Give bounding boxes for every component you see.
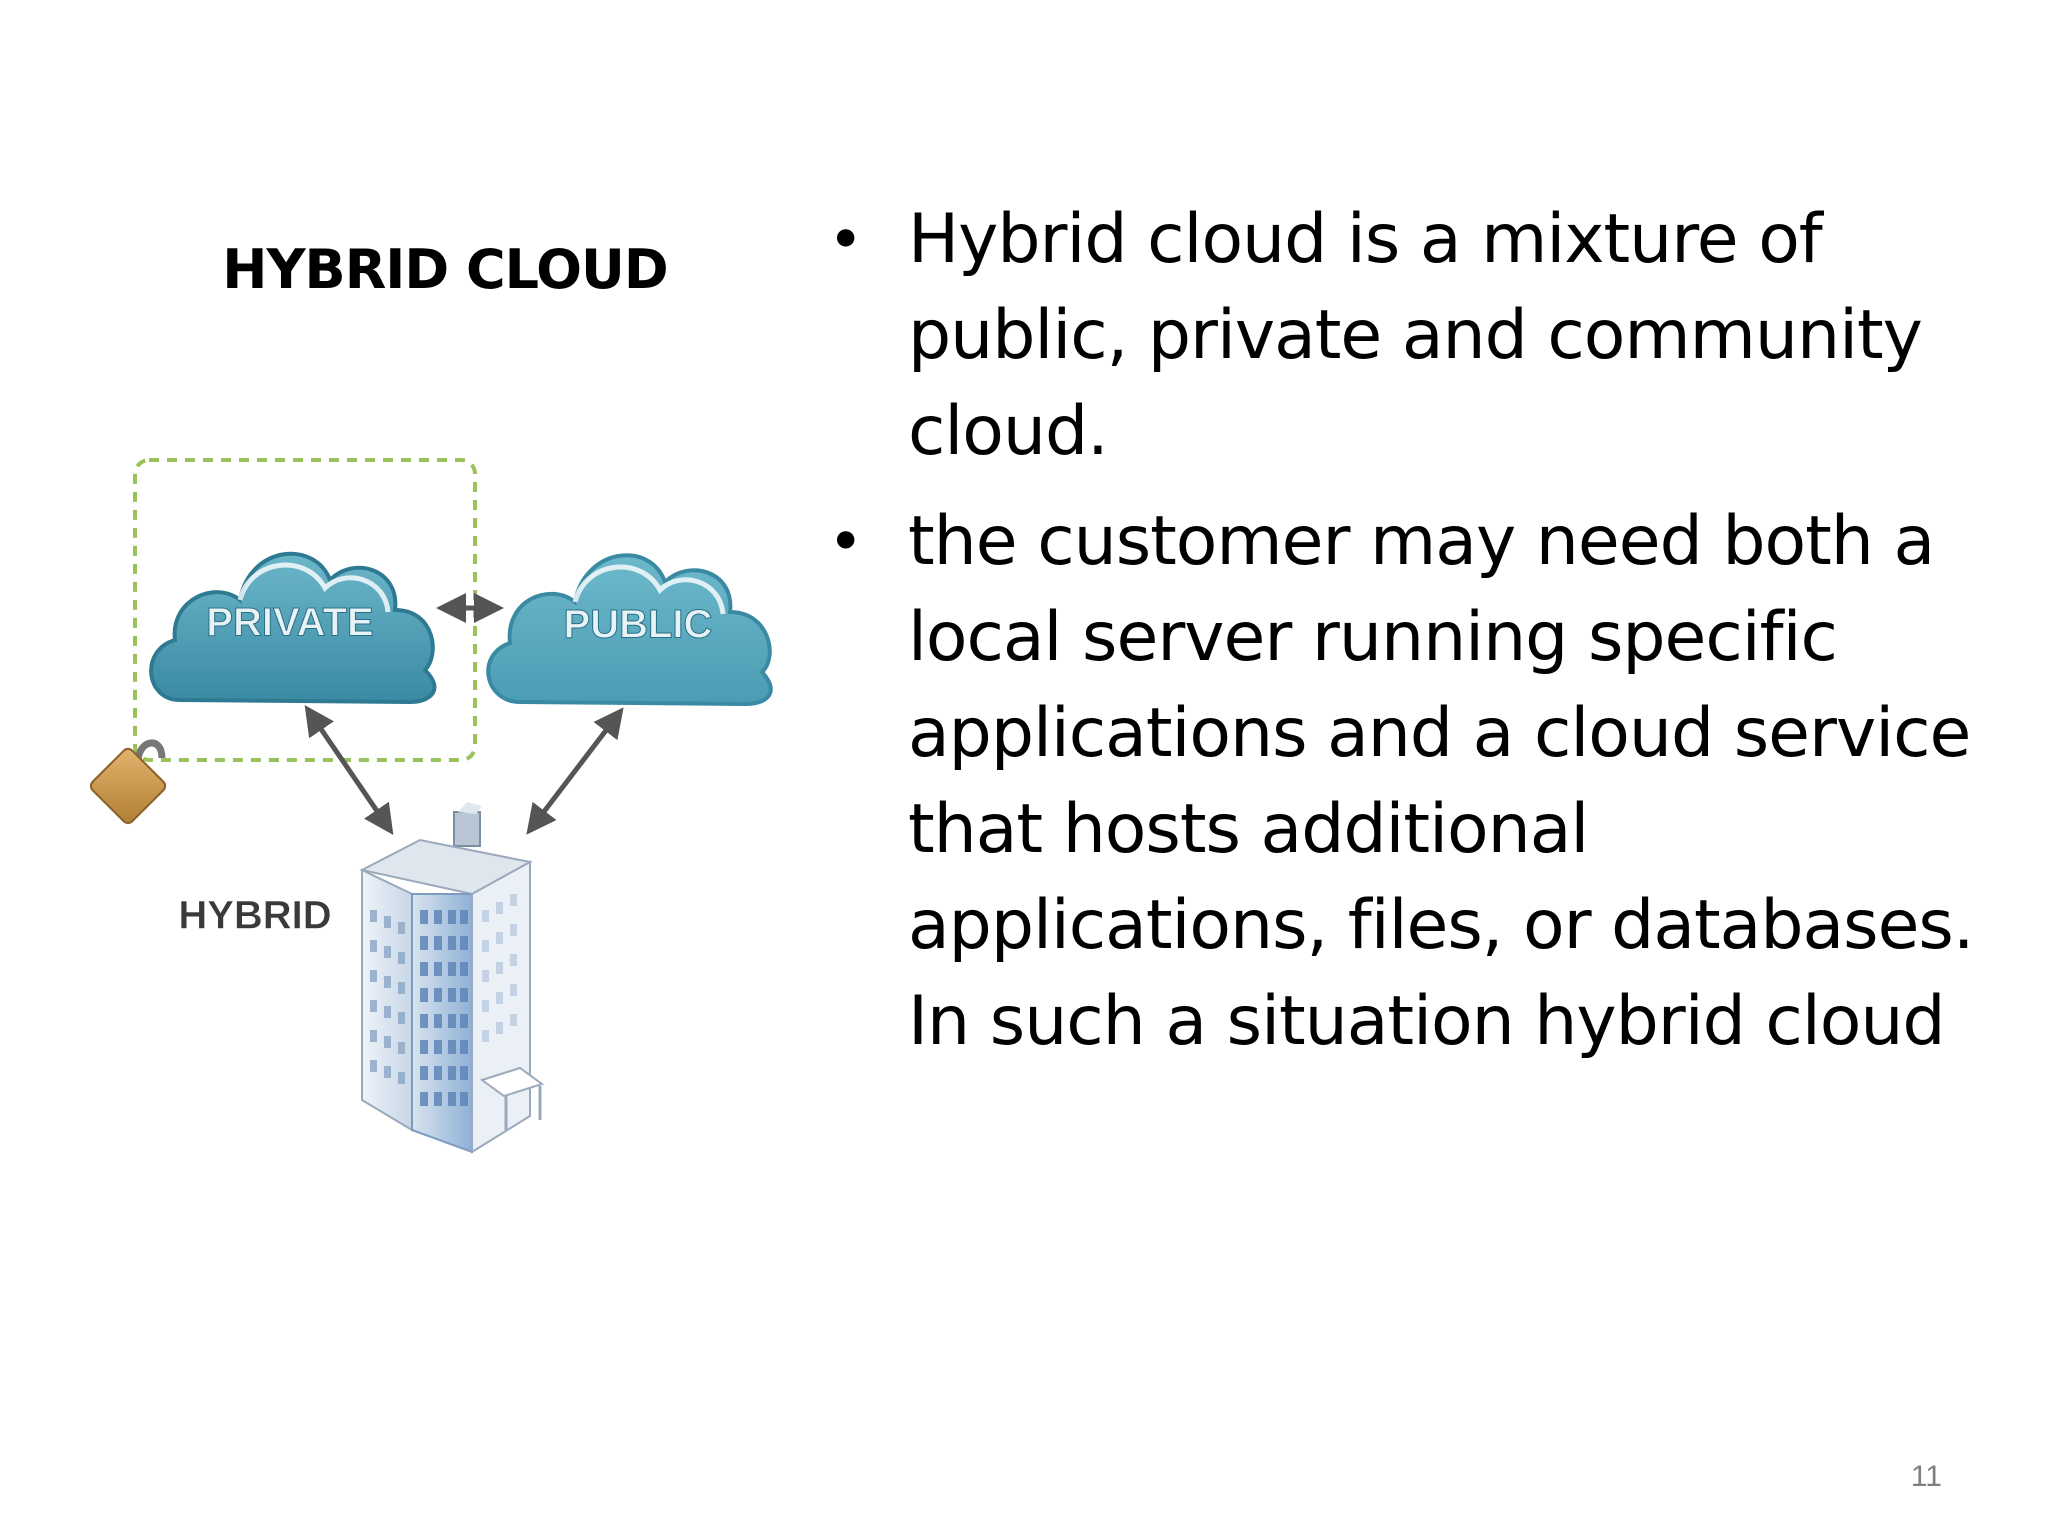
bullet-text: the customer may need both a local serve…: [908, 502, 1974, 1061]
building-icon: [359, 802, 545, 1154]
hybrid-cloud-diagram: PRIVATE PUBLIC: [90, 458, 773, 1154]
private-cloud-icon: PRIVATE: [149, 551, 437, 705]
private-cloud-label: PRIVATE: [206, 601, 373, 645]
slide-title: HYBRID CLOUD: [222, 238, 668, 301]
bullet-marker: •: [828, 205, 863, 275]
public-cloud-icon: PUBLIC: [486, 553, 773, 707]
bullet-text: Hybrid cloud is a mixture of public, pri…: [908, 200, 1923, 471]
bullet-item: • Hybrid cloud is a mixture of public, p…: [820, 192, 1980, 480]
lock-icon: [90, 739, 167, 825]
bullet-item: • the customer may need both a local ser…: [820, 494, 1980, 1070]
public-to-hybrid-arrow: [526, 707, 624, 835]
private-to-hybrid-arrow: [304, 705, 394, 835]
bullet-list: • Hybrid cloud is a mixture of public, p…: [820, 192, 1980, 1084]
public-cloud-label: PUBLIC: [564, 603, 713, 647]
hybrid-label: HYBRID: [178, 894, 331, 938]
bullet-marker: •: [828, 507, 863, 577]
page-number: 11: [1910, 1460, 1942, 1493]
